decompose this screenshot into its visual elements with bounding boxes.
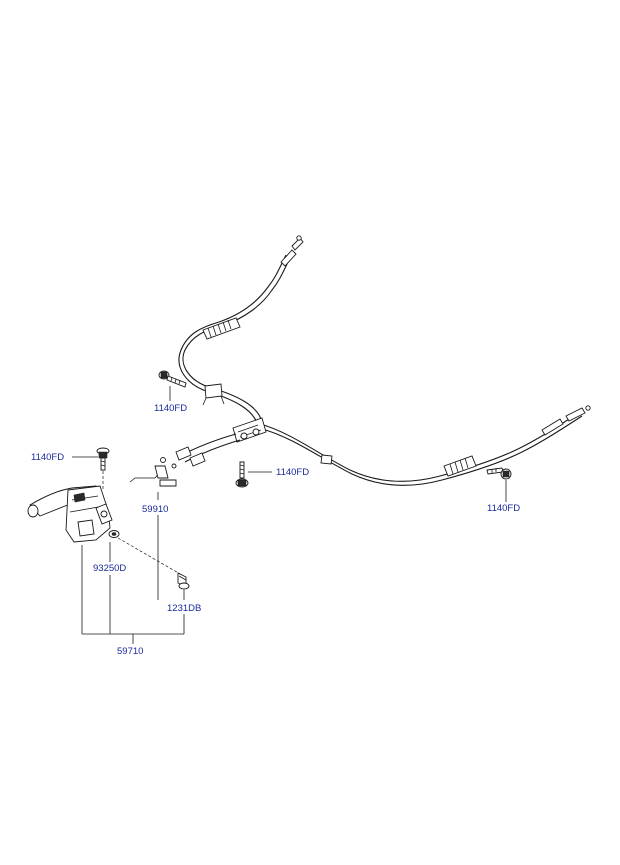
label-1231db: 1231DB: [167, 603, 201, 614]
label-1140fd-right: 1140FD: [487, 503, 520, 514]
bolt-center-icon: [235, 461, 249, 488]
nut-93250d-icon: [108, 530, 120, 538]
cable-bracket-right: [320, 454, 333, 465]
label-1140fd-lever: 1140FD: [31, 452, 64, 463]
cable-equalizer: [232, 417, 267, 443]
bolt-upper-left-icon: [158, 370, 187, 388]
bolt-lever-icon: [96, 447, 110, 471]
callout-leaders: [81, 492, 185, 644]
label-93250d: 93250D: [93, 563, 126, 574]
cable-boot-right: [443, 455, 477, 477]
label-59910: 59910: [142, 504, 168, 515]
cable-end-fitting-right: [541, 405, 591, 436]
bolt-right-icon: [486, 467, 512, 480]
parking-brake-lever: [27, 485, 113, 543]
front-cable: [129, 433, 241, 487]
label-59710: 59710: [117, 646, 143, 657]
cable-end-fitting-upper: [280, 235, 304, 267]
cable-bracket-left: [202, 383, 225, 406]
label-1140fd-upper-left: 1140FD: [154, 403, 187, 414]
cable-boot-upper: [202, 317, 241, 340]
rear-cable-left: [178, 235, 304, 427]
bolt-1231db-icon: [177, 572, 190, 590]
label-1140fd-center: 1140FD: [276, 467, 309, 478]
rear-cable-right: [259, 405, 591, 486]
leader-bolt-dashed: [117, 537, 183, 576]
